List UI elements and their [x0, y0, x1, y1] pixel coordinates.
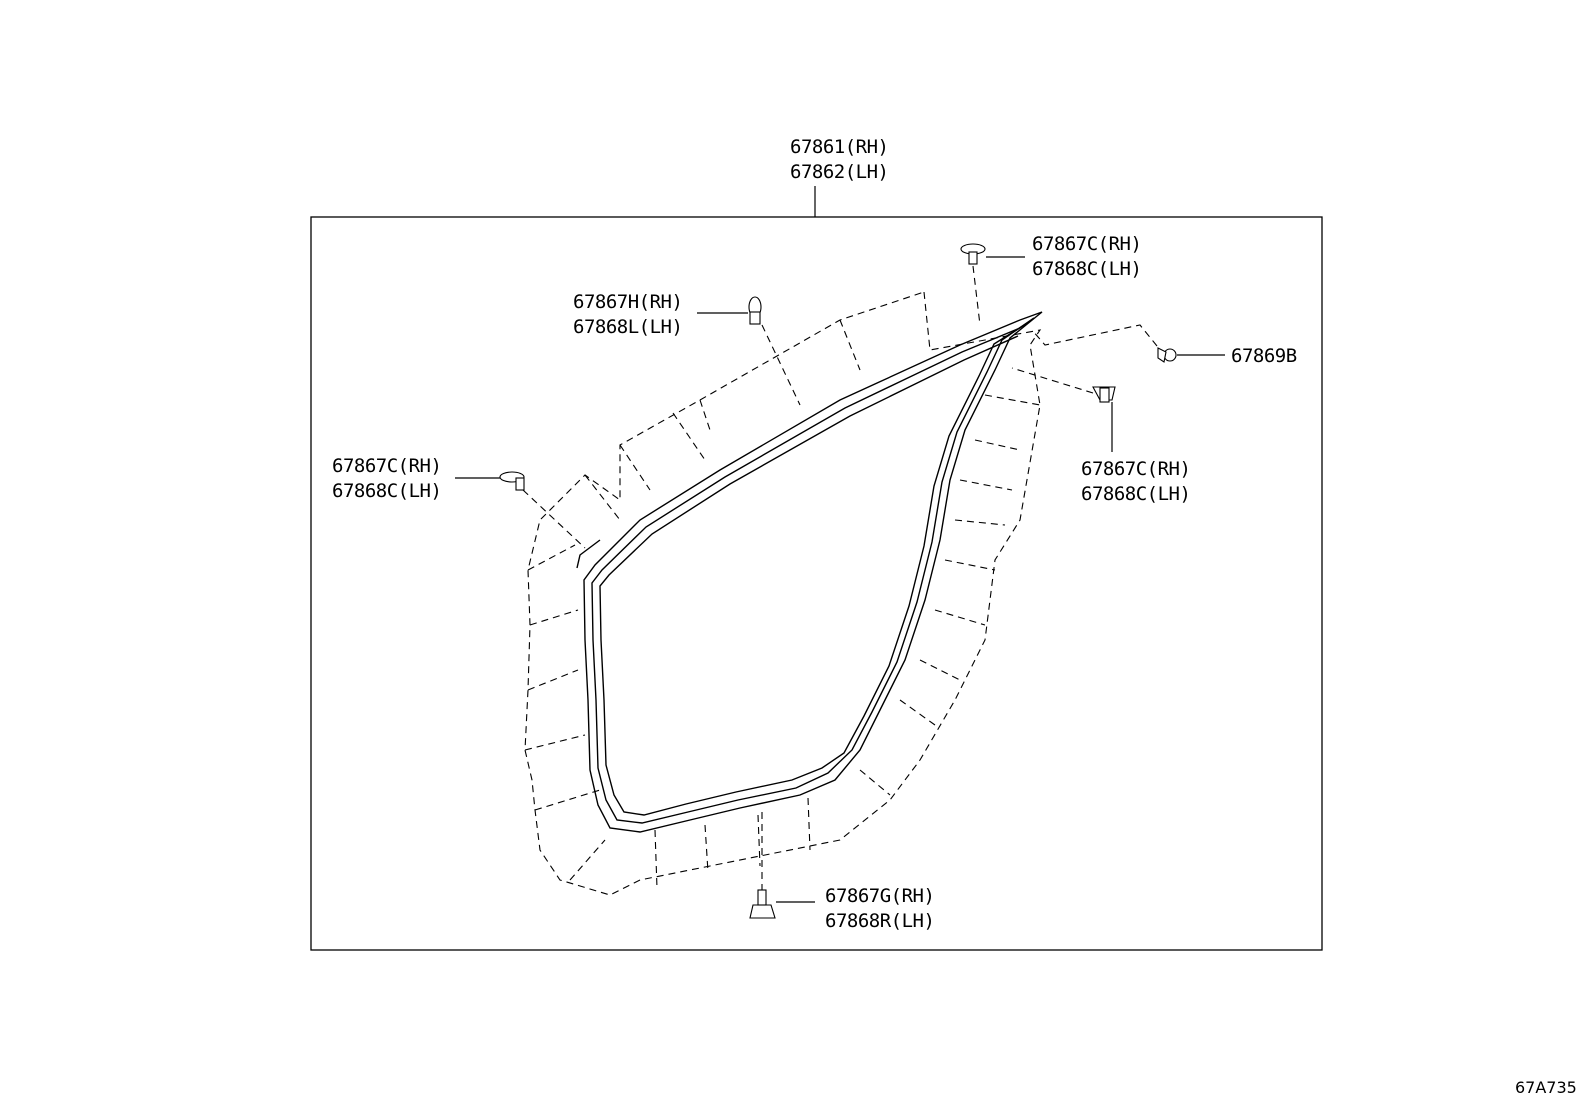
label-clip-upper-rh: 67867H(RH) — [573, 291, 682, 313]
diagram-code: 67A735 — [1515, 1078, 1577, 1097]
callout-clip-upper[interactable]: 67867H(RH) 67868L(LH) — [573, 291, 683, 338]
label-weatherstrip-rh: 67861(RH) — [790, 136, 888, 158]
callout-clip-left[interactable]: 67867C(RH) 67868C(LH) — [332, 455, 442, 502]
label-clip-bottom-rh: 67867G(RH) — [825, 885, 934, 907]
label-clip-right-rh: 67867C(RH) — [1081, 458, 1190, 480]
clip-icon[interactable] — [749, 812, 815, 919]
label-clip-right-lh: 67868C(LH) — [1081, 483, 1190, 505]
callout-clip-right[interactable]: 67867C(RH) 67868C(LH) — [1081, 458, 1191, 505]
clip-icon[interactable] — [1011, 367, 1116, 452]
callout-clip-top-right[interactable]: 67867C(RH) 67868C(LH) — [1032, 233, 1142, 280]
clip-icon[interactable] — [697, 296, 801, 406]
label-clip-upper-lh: 67868L(LH) — [573, 316, 682, 338]
clip-icon[interactable] — [960, 243, 1025, 326]
label-clip-left-lh: 67868C(LH) — [332, 480, 441, 502]
label-clip-left-rh: 67867C(RH) — [332, 455, 441, 477]
label-weatherstrip-lh: 67862(LH) — [790, 161, 888, 183]
door-outline-dashed — [524, 291, 1042, 896]
label-clip-top-right-rh: 67867C(RH) — [1032, 233, 1141, 255]
label-clip-bottom-lh: 67868R(LH) — [825, 910, 934, 932]
callout-clip-bottom[interactable]: 67867G(RH) 67868R(LH) — [825, 885, 935, 932]
retainer-icon[interactable] — [1031, 324, 1225, 363]
callout-weatherstrip[interactable]: 67861(RH) 67862(LH) — [790, 136, 889, 217]
clip-icon[interactable] — [455, 471, 586, 549]
callout-clip-far-right[interactable]: 67869B — [1231, 345, 1297, 367]
label-clip-top-right-lh: 67868C(LH) — [1032, 258, 1141, 280]
group-frame — [310, 216, 1323, 951]
door-weatherstrip[interactable] — [576, 311, 1043, 833]
label-clip-far-right: 67869B — [1231, 345, 1297, 367]
